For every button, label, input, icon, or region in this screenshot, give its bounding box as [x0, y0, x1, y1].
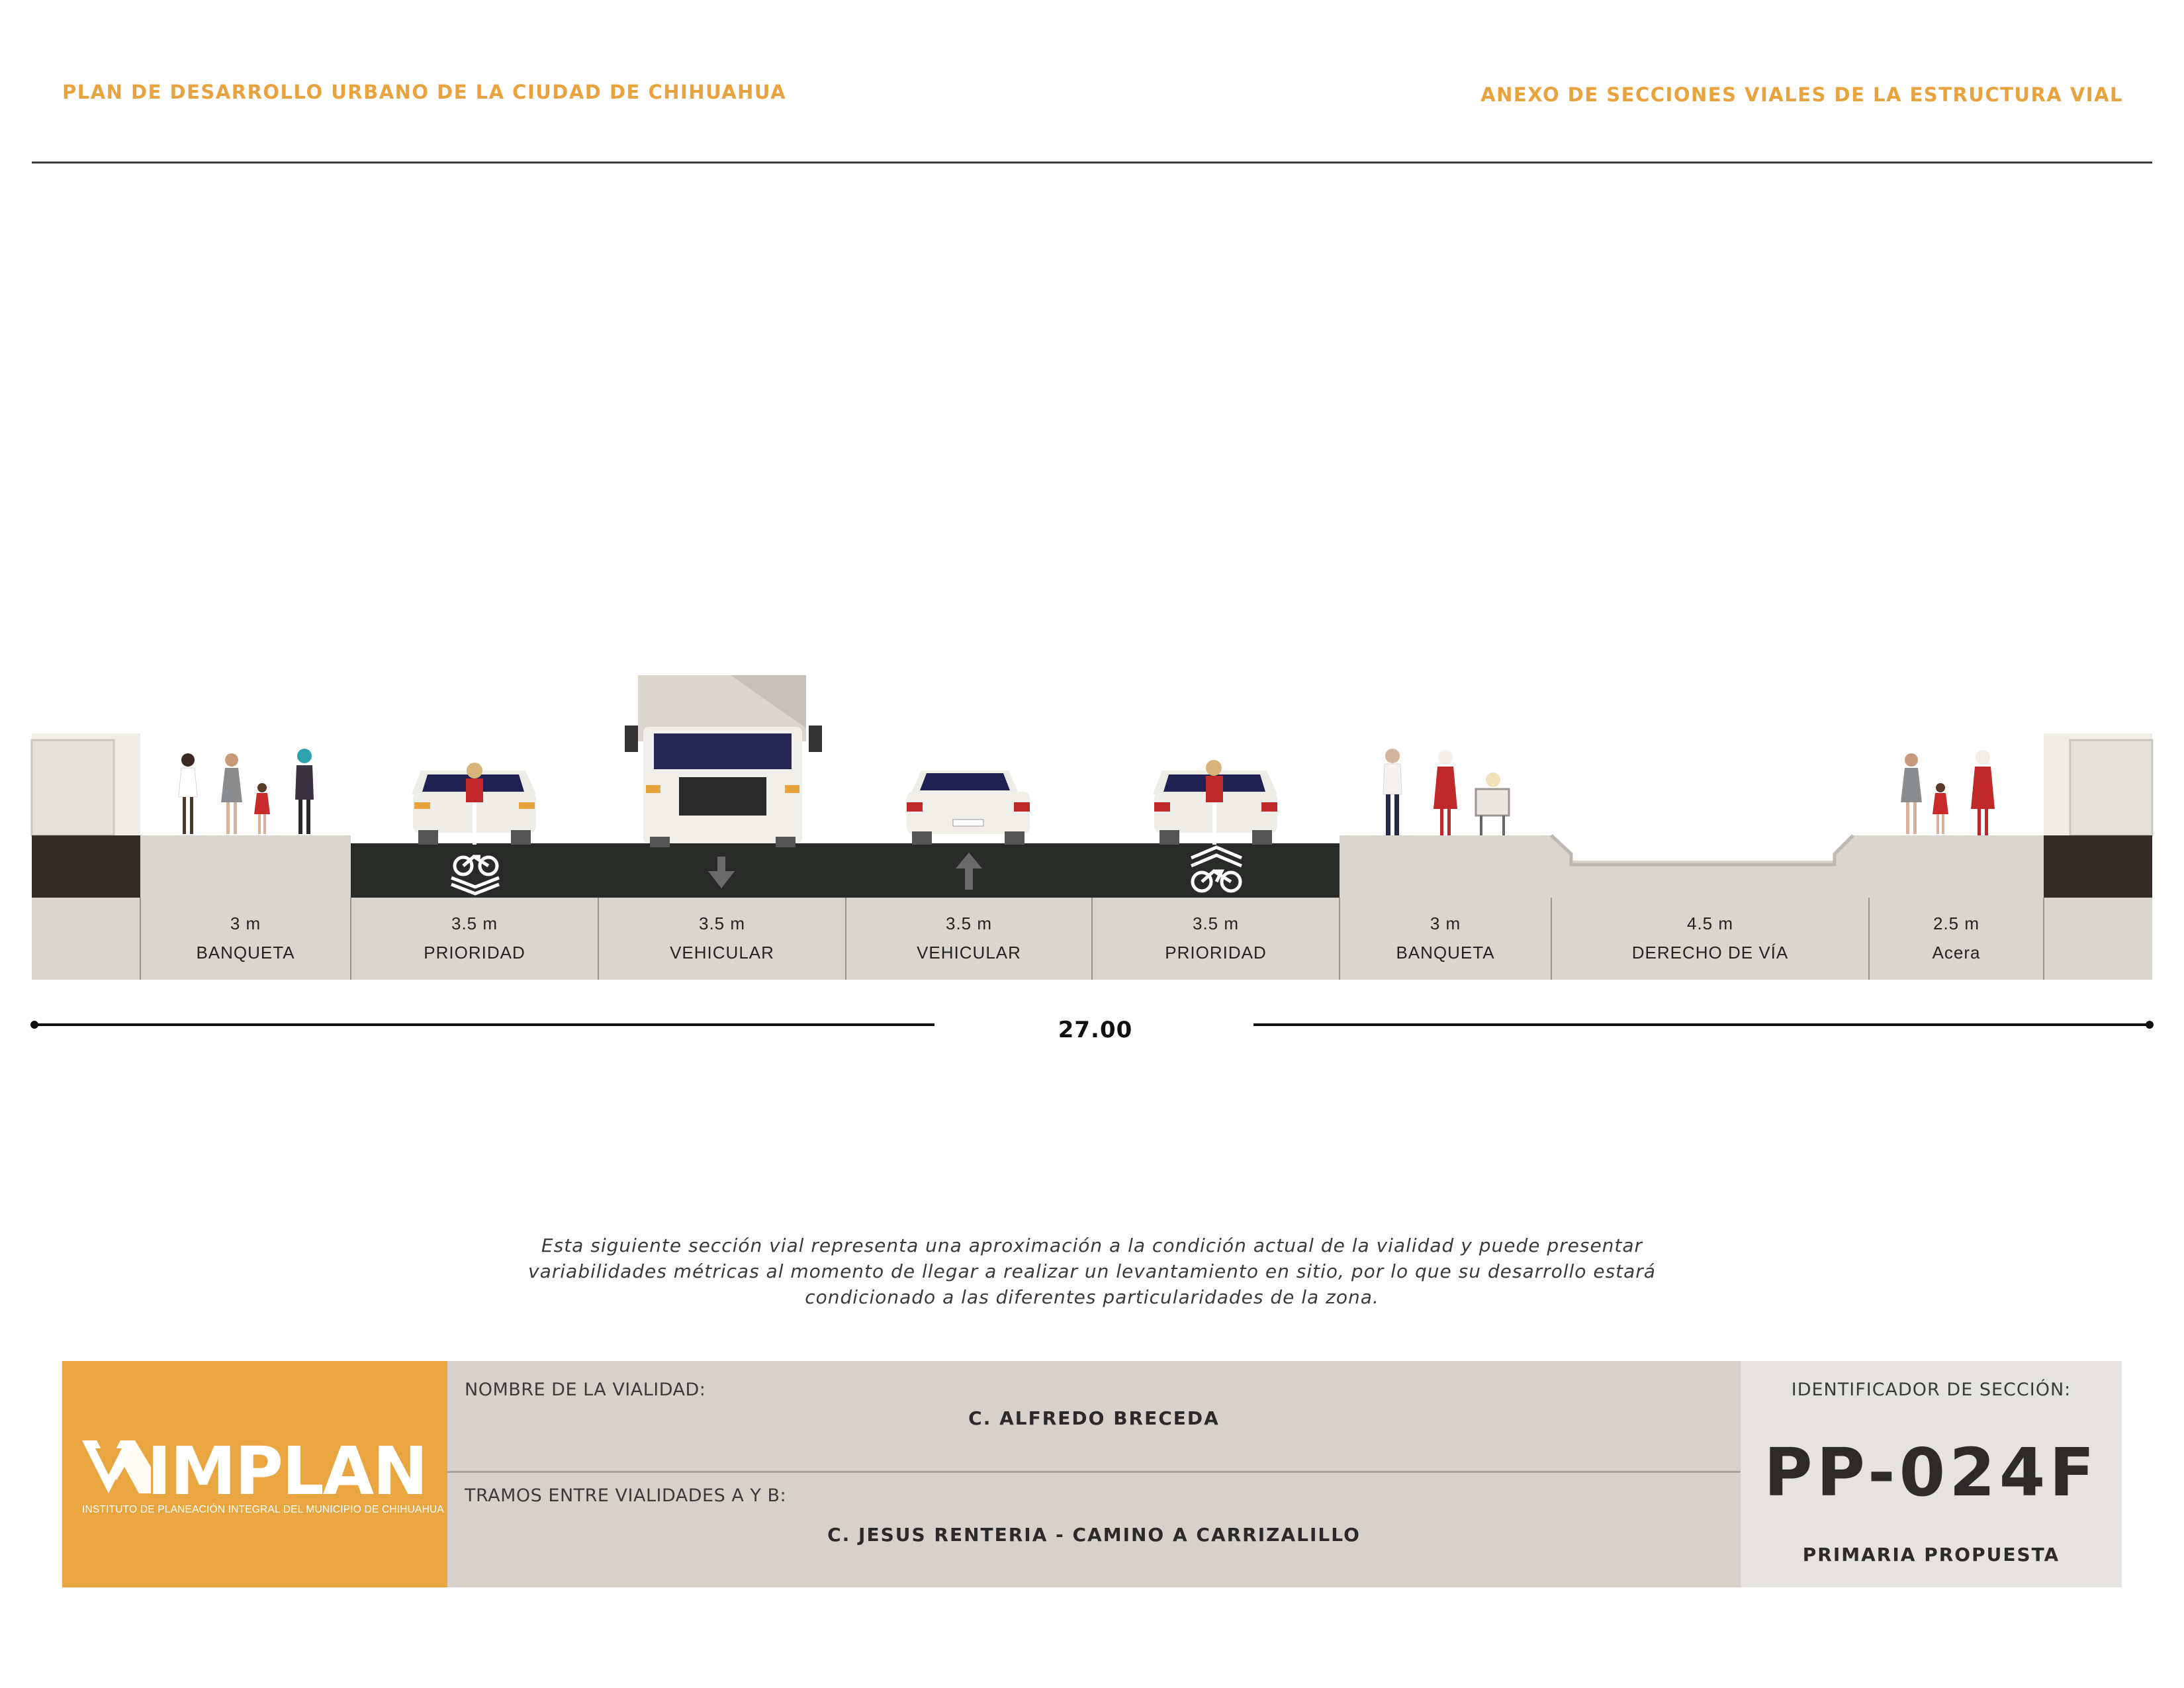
lane-width: 3.5 m	[1192, 914, 1240, 933]
note-line: condicionado a las diferentes particular…	[805, 1286, 1379, 1308]
car	[907, 771, 1030, 845]
pedestrian-icon	[1433, 750, 1457, 835]
truck	[625, 675, 822, 847]
wheelchair-user-icon	[1475, 773, 1510, 835]
lane-width: 3.5 m	[451, 914, 498, 933]
disclaimer-note: Esta siguiente sección vial representa u…	[503, 1233, 1681, 1310]
lane-name: VEHICULAR	[670, 943, 774, 962]
pedestrian-group-acera	[1901, 750, 1995, 835]
child-icon	[254, 783, 270, 834]
building-right	[2044, 733, 2154, 980]
lane-dividers	[140, 898, 2044, 980]
lane-width: 4.5 m	[1686, 914, 1734, 933]
pedestrian-icon	[221, 753, 242, 834]
building-left	[30, 733, 140, 980]
logo-subtitle: INSTITUTO DE PLANEACIÓN INTEGRAL DEL MUN…	[82, 1504, 444, 1515]
logo-wordmark: IMPLAN	[147, 1432, 428, 1510]
lane-name: PRIORIDAD	[1165, 943, 1267, 962]
sidewalk-left	[140, 835, 351, 980]
plan-title: PLAN DE DESARROLLO URBANO DE LA CIUDAD D…	[62, 81, 787, 103]
dimension-line-left	[34, 1023, 934, 1026]
lane-name: BANQUETA	[196, 943, 295, 962]
total-width: 27.00	[1058, 1017, 1133, 1043]
arrow-down-icon	[708, 857, 735, 888]
road-name: C. ALFREDO BRECEDA	[968, 1407, 1220, 1429]
section-type: PRIMARIA PROPUESTA	[1802, 1544, 2060, 1566]
pedestrian-group-right	[1383, 749, 1510, 835]
identifier-label: IDENTIFICADOR DE SECCIÓN:	[1791, 1380, 2071, 1400]
child-icon	[1933, 783, 1948, 834]
lane-width: 3 m	[1430, 914, 1461, 933]
sidewalk-right	[1340, 835, 1551, 980]
pedestrian-icon	[1971, 750, 1995, 835]
segment-label: TRAMOS ENTRE VIALIDADES A Y B:	[465, 1485, 787, 1506]
lane-name: PRIORIDAD	[424, 943, 525, 962]
dimension-end-dot	[2146, 1021, 2154, 1029]
lane-width: 3.5 m	[698, 914, 746, 933]
road-info: NOMBRE DE LA VIALIDAD: C. ALFREDO BRECED…	[447, 1361, 1741, 1587]
acera-right	[1869, 835, 2044, 980]
pedestrian-icon	[178, 753, 198, 834]
dimension-line-right	[1253, 1023, 2150, 1026]
lane-name: Acera	[1932, 943, 1981, 962]
pedestrian-group-left	[178, 749, 314, 834]
pedestrian-icon	[295, 749, 314, 834]
section-code: PP-024F	[1764, 1434, 2099, 1511]
section-identifier: IDENTIFICADOR DE SECCIÓN: PP-024F PRIMAR…	[1741, 1361, 2122, 1587]
pedestrian-icon	[1901, 753, 1922, 834]
car-with-cyclist-left	[412, 763, 536, 845]
segment-value: C. JESUS RENTERIA - CAMINO A CARRIZALILL…	[827, 1524, 1361, 1546]
implan-mark-icon	[82, 1440, 151, 1493]
right-of-way-swale	[1550, 834, 1869, 980]
note-line: variabilidades métricas al momento de ll…	[528, 1260, 1656, 1282]
lane-width: 3 m	[230, 914, 261, 933]
implan-logo: IMPLAN INSTITUTO DE PLANEACIÓN INTEGRAL …	[62, 1361, 447, 1587]
lane-width: 3.5 m	[945, 914, 993, 933]
lane-width: 2.5 m	[1933, 914, 1980, 933]
lane-name: VEHICULAR	[917, 943, 1021, 962]
road-info-divider	[447, 1471, 1741, 1473]
bike-sharrow-icon	[1191, 845, 1242, 893]
annex-title: ANEXO DE SECCIONES VIALES DE LA ESTRUCTU…	[1480, 83, 2123, 106]
tandem-bike-icon	[451, 854, 500, 896]
lane-name: DERECHO DE VÍA	[1631, 943, 1789, 962]
car-with-cyclist-right	[1153, 760, 1277, 845]
header-divider	[32, 162, 2152, 164]
road-name-label: NOMBRE DE LA VIALIDAD:	[465, 1380, 706, 1400]
pedestrian-icon	[1383, 749, 1402, 835]
lane-name: BANQUETA	[1396, 943, 1495, 962]
arrow-up-icon	[956, 853, 982, 890]
note-line: Esta siguiente sección vial representa u…	[541, 1235, 1643, 1256]
title-block: IMPLAN INSTITUTO DE PLANEACIÓN INTEGRAL …	[62, 1361, 2122, 1587]
